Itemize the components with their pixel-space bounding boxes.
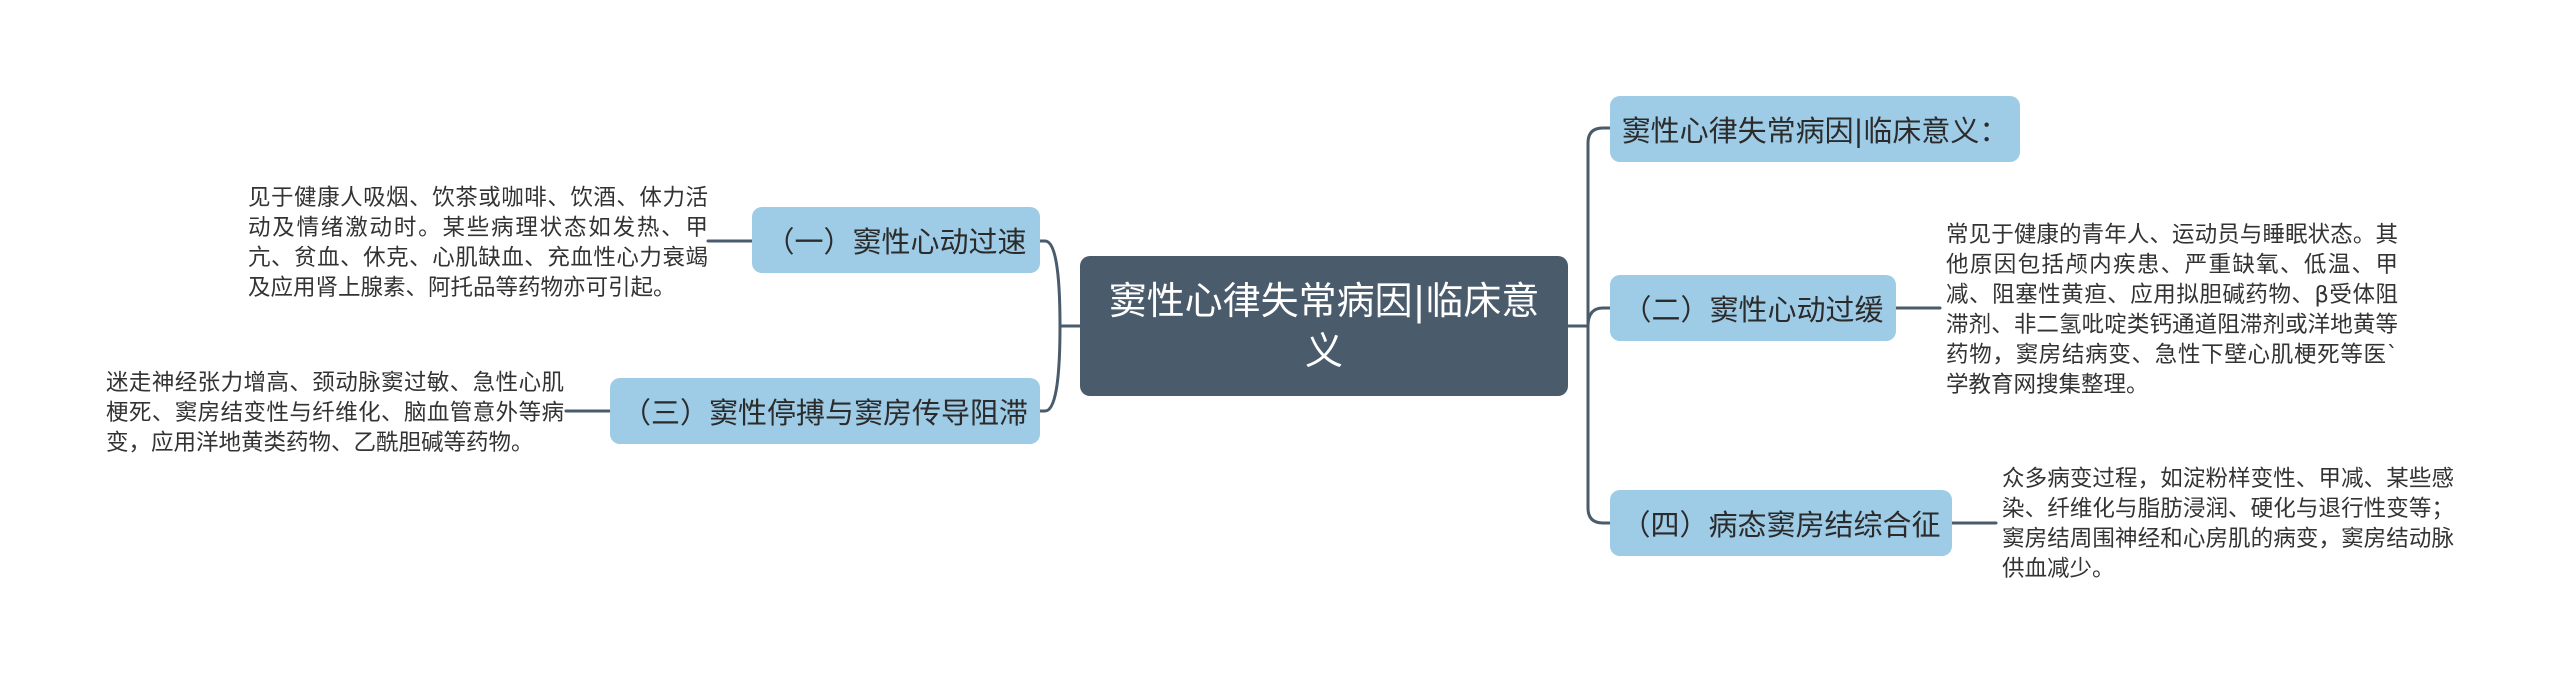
branch-label: （一）窦性心动过速 [765, 225, 1027, 259]
root-topic[interactable]: 窦性心律失常病因|临床意义 [1080, 256, 1568, 396]
connector-right-b0 [1586, 126, 1612, 328]
root-topic-label: 窦性心律失常病因|临床意义 [1108, 279, 1540, 373]
branch-label: 窦性心律失常病因|临床意义： [1621, 114, 2009, 148]
branch-clinical-significance[interactable]: 窦性心律失常病因|临床意义： [1610, 96, 2020, 162]
connector-right-b2 [1586, 306, 1612, 328]
connector-left-b3 [1038, 324, 1062, 413]
connector-right-b4 [1586, 324, 1612, 525]
detail-sinus-arrest-block: 迷走神经张力增高、颈动脉窦过敏、急性心肌梗死、窦房结变性与纤维化、脑血管意外等病… [106, 368, 564, 458]
branch-sinus-bradycardia[interactable]: （二）窦性心动过缓 [1610, 275, 1896, 341]
detail-sinus-bradycardia: 常见于健康的青年人、运动员与睡眠状态。其他原因包括颅内疾患、严重缺氧、低温、甲减… [1946, 220, 2398, 400]
detail-text: 见于健康人吸烟、饮茶或咖啡、饮酒、体力活动及情绪激动时。某些病理状态如发热、甲亢… [248, 185, 708, 301]
branch-sick-sinus-syndrome[interactable]: （四）病态窦房结综合征 [1610, 490, 1952, 556]
branch-label: （三）窦性停搏与窦房传导阻滞 [622, 396, 1029, 430]
detail-sinus-tachycardia: 见于健康人吸烟、饮茶或咖啡、饮酒、体力活动及情绪激动时。某些病理状态如发热、甲亢… [248, 183, 708, 303]
branch-label: （二）窦性心动过缓 [1622, 293, 1884, 327]
branch-sinus-arrest-block[interactable]: （三）窦性停搏与窦房传导阻滞 [610, 378, 1040, 444]
branch-sinus-tachycardia[interactable]: （一）窦性心动过速 [752, 207, 1040, 273]
detail-text: 迷走神经张力增高、颈动脉窦过敏、急性心肌梗死、窦房结变性与纤维化、脑血管意外等病… [106, 370, 564, 456]
connector-left-b1 [1038, 239, 1062, 328]
detail-sick-sinus-syndrome: 众多病变过程，如淀粉样变性、甲减、某些感染、纤维化与脂肪浸润、硬化与退行性变等；… [2002, 464, 2454, 584]
detail-text: 常见于健康的青年人、运动员与睡眠状态。其他原因包括颅内疾患、严重缺氧、低温、甲减… [1946, 222, 2398, 398]
branch-label: （四）病态窦房结综合征 [1621, 508, 1941, 542]
detail-text: 众多病变过程，如淀粉样变性、甲减、某些感染、纤维化与脂肪浸润、硬化与退行性变等；… [2002, 466, 2454, 582]
